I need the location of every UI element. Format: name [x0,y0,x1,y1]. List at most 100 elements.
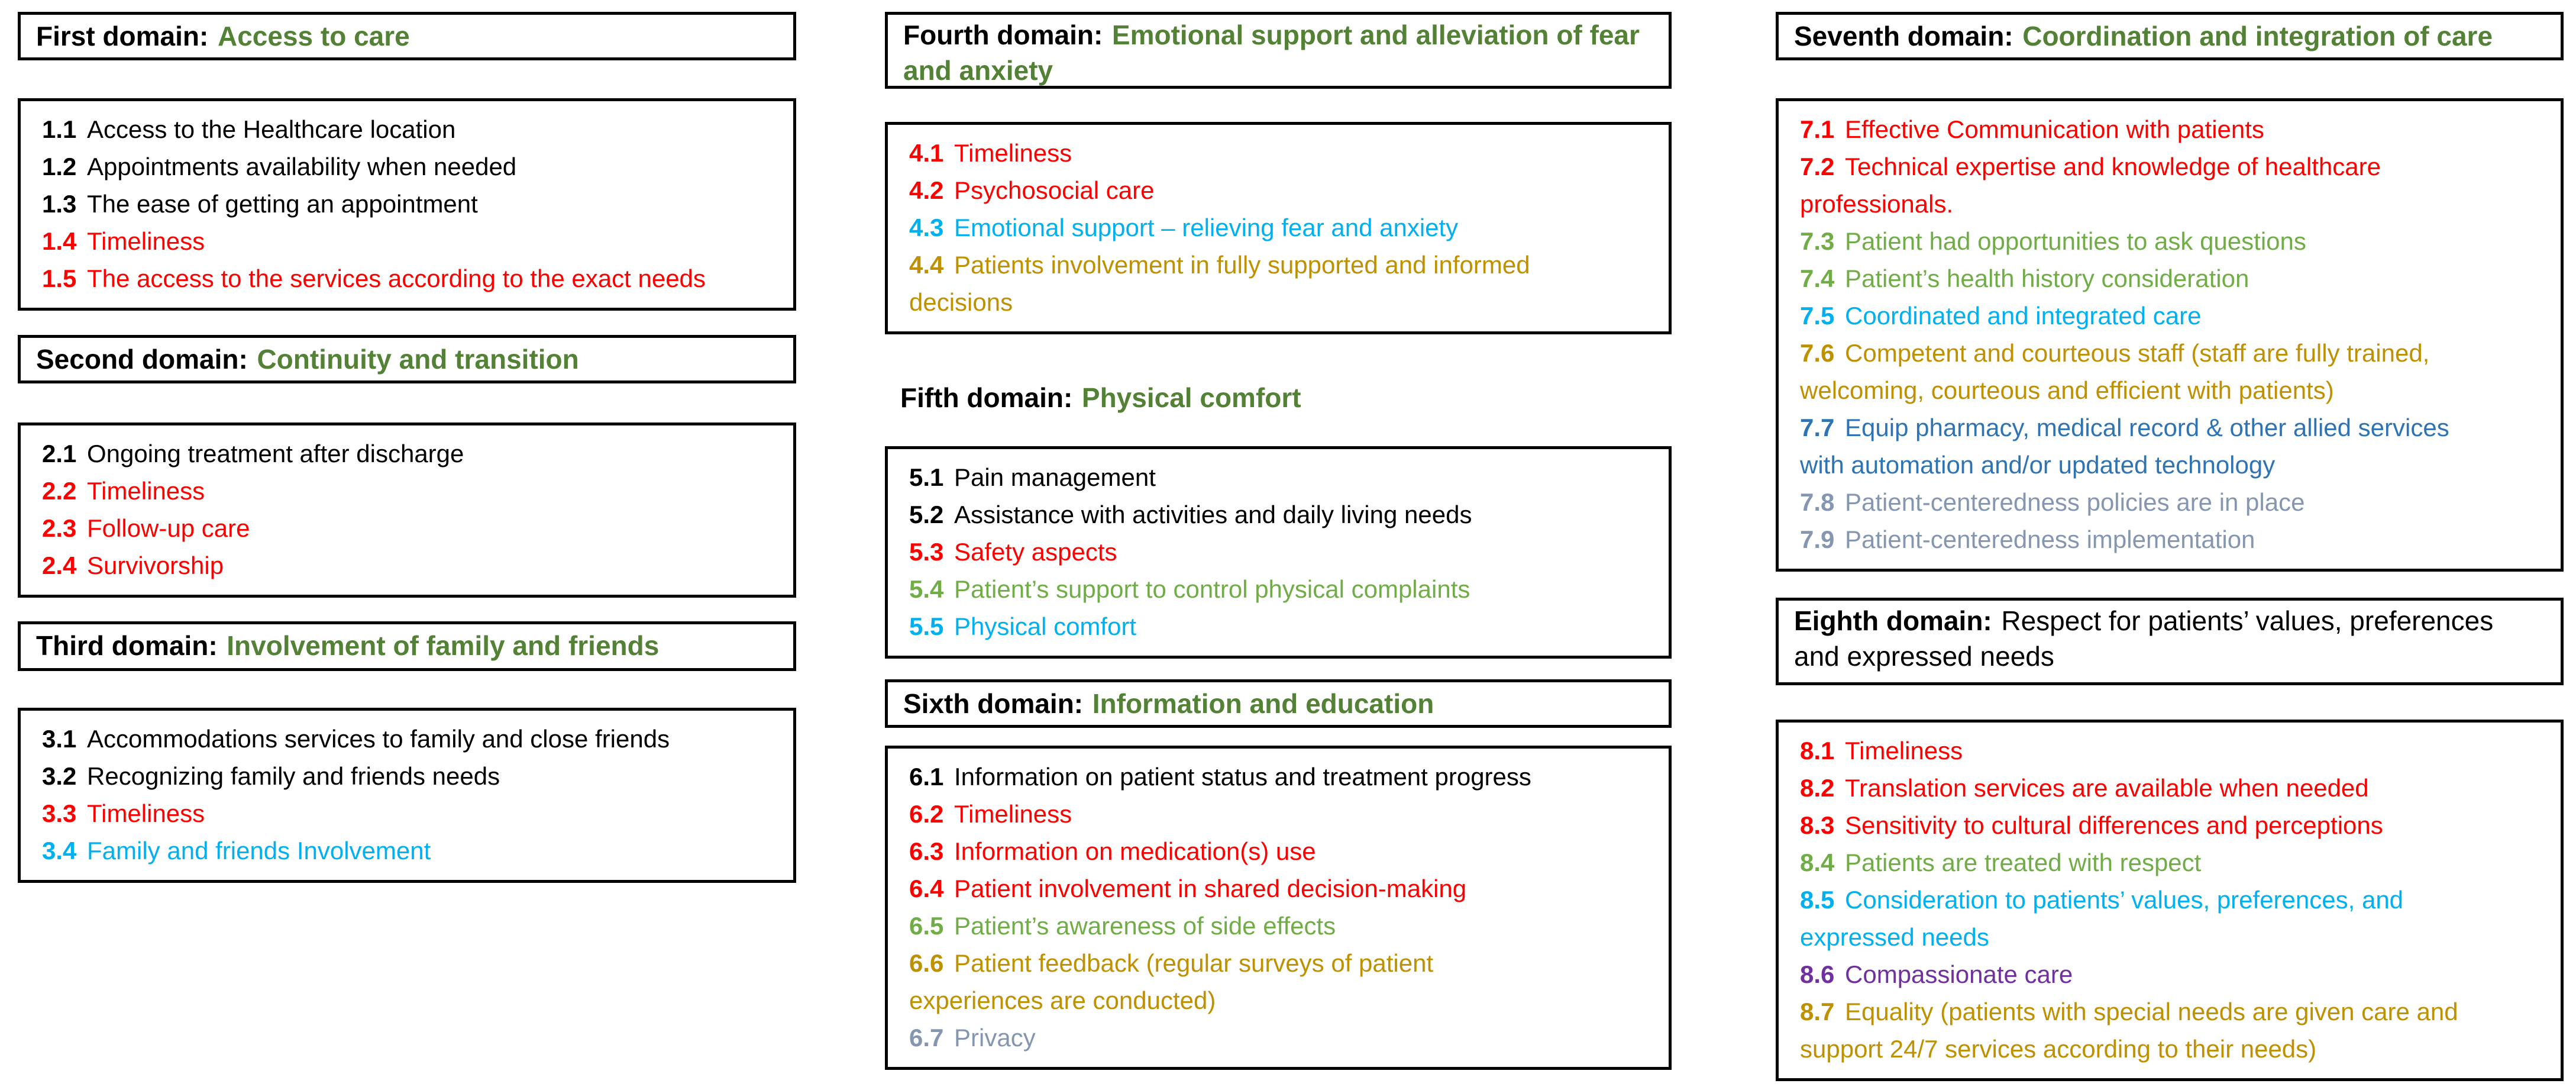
item-number: 4.3 [909,214,944,241]
item-number: 8.2 [1800,774,1835,802]
item-number: 2.1 [42,440,77,467]
item-number: 2.3 [42,514,77,542]
item-text: Patient-centeredness policies are in pla… [1845,488,2305,516]
item-number: 7.9 [1800,525,1835,553]
item-number: 4.2 [909,176,944,204]
item-text: Family and friends Involvement [87,837,431,865]
item-number: 7.6 [1800,339,1835,367]
item-number: 7.7 [1800,414,1835,441]
item-text: Timeliness [87,799,205,827]
domain-title-prefix: Sixth domain: [903,688,1084,719]
item-text: Information on medication(s) use [954,837,1316,865]
item-2-3: 2.3 Follow-up care [42,509,780,547]
item-number: 8.4 [1800,849,1835,876]
item-number: 8.5 [1800,886,1835,914]
item-text: Timeliness [87,477,205,505]
item-number: 5.5 [909,612,944,640]
domain-title-topic: Involvement of family and friends [227,630,660,661]
item-text: Patient’s support to control physical co… [954,575,1470,603]
item-number: 8.1 [1800,737,1835,765]
item-text: Patient had opportunities to ask questio… [1845,227,2306,255]
domain-items-first: 1.1 Access to the Healthcare location 1.2… [18,98,796,311]
item-number: 7.5 [1800,302,1835,330]
domain-title-third: Third domain:Involvement of family and f… [18,621,796,671]
item-1-1: 1.1 Access to the Healthcare location [42,111,780,148]
item-text: Patient involvement in shared decision-m… [954,875,1467,902]
item-number: 5.1 [909,463,944,491]
item-text: Timeliness [1845,737,1963,765]
item-3-4: 3.4 Family and friends Involvement [42,832,780,869]
item-number: 3.2 [42,762,77,790]
domain-title-topic: Access to care [217,21,410,51]
domain-title-eighth: Eighth domain:Respect for patients’ valu… [1776,598,2564,685]
domain-title-seventh: Seventh domain:Coordination and integrat… [1776,12,2564,60]
item-text: Compassionate care [1845,960,2073,988]
item-number: 3.1 [42,725,77,753]
item-number: 6.3 [909,837,944,865]
item-number: 5.2 [909,501,944,528]
item-number: 5.4 [909,575,944,603]
item-7-9: 7.9 Patient-centeredness implementation [1800,521,2548,558]
item-6-3: 6.3 Information on medication(s) use [909,833,1656,870]
domain-title-topic: Information and education [1092,688,1434,719]
item-list: 7.1 Effective Communication with patients… [1800,111,2548,558]
item-text: Effective Communication with patients [1845,115,2264,143]
item-text: The ease of getting an appointment [87,190,478,218]
item-5-4: 5.4 Patient’s support to control physical… [909,570,1656,608]
item-text: Patients are treated with respect [1845,849,2202,876]
item-list: 1.1 Access to the Healthcare location 1.2… [42,111,780,297]
item-text: Follow-up care [87,514,250,542]
domain-title-prefix: Fourth domain: [903,20,1103,50]
item-8-1: 8.1 Timeliness [1800,732,2548,769]
item-text: Safety aspects [954,538,1117,566]
item-number: 3.4 [42,837,77,865]
item-number: 2.4 [42,552,77,579]
item-number: 1.3 [42,190,77,218]
item-text: Appointments availability when needed [87,153,517,180]
item-number: 2.2 [42,477,77,505]
item-number: 8.6 [1800,960,1835,988]
domain-title-topic: Physical comfort [1081,382,1301,413]
item-text: Equality (patients with special needs ar… [1800,998,2458,1063]
item-number: 1.1 [42,115,77,143]
item-7-1: 7.1 Effective Communication with patients [1800,111,2548,148]
item-number: 5.3 [909,538,944,566]
item-text: Patient feedback (regular surveys of pat… [909,949,1434,1014]
item-number: 1.5 [42,265,77,292]
item-text: Technical expertise and knowledge of hea… [1800,153,2381,218]
item-text: Psychosocial care [954,176,1155,204]
item-number: 1.4 [42,227,77,255]
item-number: 1.2 [42,153,77,180]
item-number: 4.1 [909,139,944,167]
domain-title-prefix: Fifth domain: [900,382,1073,413]
item-number: 7.1 [1800,115,1835,143]
item-text: Patient-centeredness implementation [1845,525,2255,553]
item-1-3: 1.3 The ease of getting an appointment [42,185,780,222]
item-number: 6.7 [909,1024,944,1052]
item-text: Access to the Healthcare location [87,115,456,143]
item-4-2: 4.2 Psychosocial care [909,172,1656,209]
item-number: 7.4 [1800,265,1835,292]
item-number: 8.3 [1800,811,1835,839]
domain-title-topic: Emotional support and alleviation of fea… [903,20,1640,86]
